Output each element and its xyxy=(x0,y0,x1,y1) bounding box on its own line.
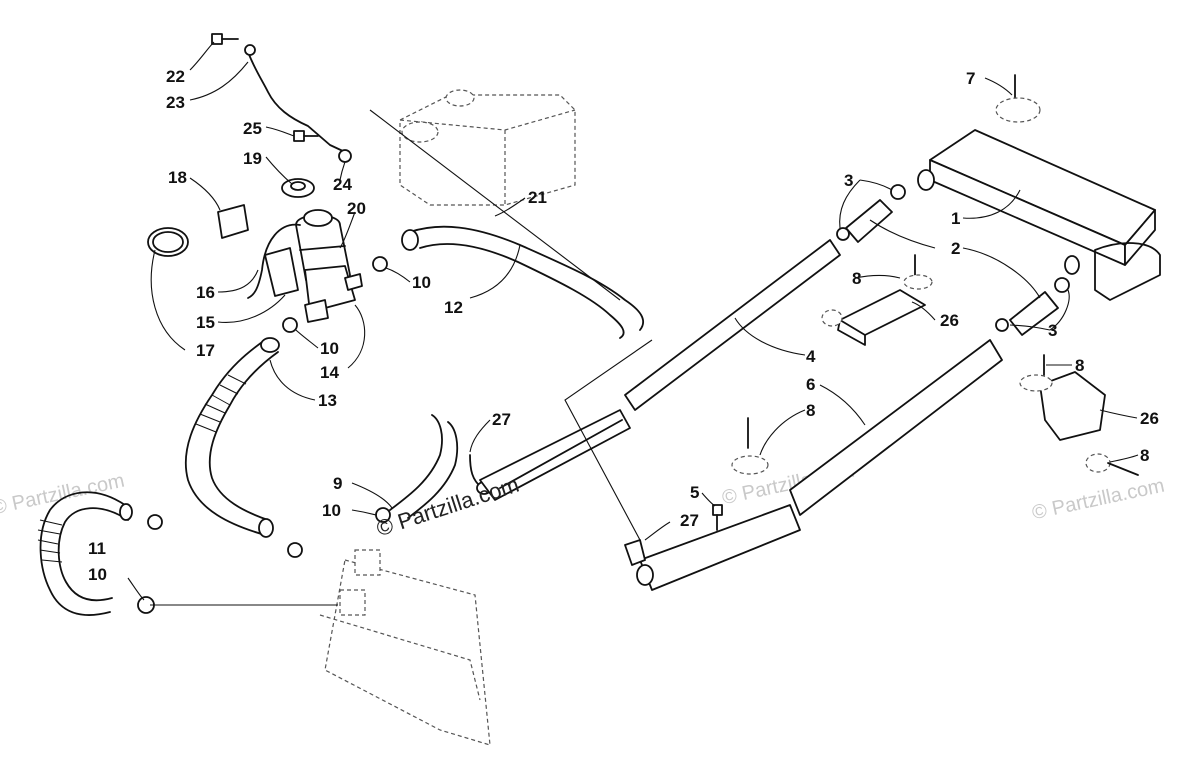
callout-6: 6 xyxy=(806,375,815,394)
callout-14: 14 xyxy=(320,363,339,382)
screw-5 xyxy=(712,504,723,531)
callout-25: 25 xyxy=(243,119,262,138)
callout-2: 2 xyxy=(951,239,960,258)
bracket-26b xyxy=(1039,371,1106,441)
coolant-tube-4 xyxy=(479,239,841,501)
callout-8-lower: 8 xyxy=(1140,446,1149,465)
clamp-24 xyxy=(338,149,352,163)
callout-22: 22 xyxy=(166,67,185,86)
callout-8-center: 8 xyxy=(806,401,815,420)
callout-8-right: 8 xyxy=(1075,356,1084,375)
chassis-plate-ghost xyxy=(319,549,491,746)
callout-24: 24 xyxy=(333,175,352,194)
radiator-cap-19 xyxy=(281,178,315,198)
callout-labels: 22 23 25 19 24 18 20 21 16 15 17 10 12 1… xyxy=(88,67,1159,584)
hose-11 xyxy=(37,491,133,616)
bracket-26a xyxy=(837,289,926,346)
elbow-27b xyxy=(624,539,646,566)
sleeve-15 xyxy=(264,247,299,297)
callout-9: 9 xyxy=(333,474,342,493)
callout-10-lower: 10 xyxy=(322,501,341,520)
callout-27-right: 27 xyxy=(680,511,699,530)
strap-17 xyxy=(147,227,189,257)
callout-3-upper: 3 xyxy=(844,171,853,190)
callout-15: 15 xyxy=(196,313,215,332)
callout-12: 12 xyxy=(444,298,463,317)
callout-4: 4 xyxy=(806,347,816,366)
callout-3-lower: 3 xyxy=(1048,321,1057,340)
callout-21: 21 xyxy=(528,188,547,207)
hose-13 xyxy=(184,337,280,538)
callout-1: 1 xyxy=(951,209,960,228)
leader-lines xyxy=(127,41,1139,606)
callout-23: 23 xyxy=(166,93,185,112)
callout-17: 17 xyxy=(196,341,215,360)
callout-27-left: 27 xyxy=(492,410,511,429)
callout-10-mid: 10 xyxy=(320,339,339,358)
callout-10-upper: 10 xyxy=(412,273,431,292)
hose-clamp-10 xyxy=(137,256,391,614)
callout-26-upper: 26 xyxy=(940,311,959,330)
coolant-bottle-20 xyxy=(295,209,363,323)
bolt-22 xyxy=(211,33,239,45)
hose-9 xyxy=(389,414,443,511)
rivet-7 xyxy=(995,74,1041,123)
watermark-left: © Partzilla.com xyxy=(0,470,126,520)
heat-exchanger-1 xyxy=(917,129,1161,301)
callout-11: 11 xyxy=(88,539,106,558)
callout-20: 20 xyxy=(347,199,366,218)
decal-18 xyxy=(217,204,249,239)
callout-5: 5 xyxy=(690,483,699,502)
callout-18: 18 xyxy=(168,168,187,187)
callout-10-left: 10 xyxy=(88,565,107,584)
hose-12 xyxy=(409,225,645,331)
rivet-8 xyxy=(731,254,1139,476)
callout-13: 13 xyxy=(318,391,337,410)
callout-26-lower: 26 xyxy=(1140,409,1159,428)
callout-7: 7 xyxy=(966,69,975,88)
watermark-right: © Partzilla.com xyxy=(1030,475,1166,525)
callout-19: 19 xyxy=(243,149,262,168)
vent-tube-fitting xyxy=(244,44,256,56)
connector-hose-2 xyxy=(845,199,1059,336)
callout-16: 16 xyxy=(196,283,215,302)
clamp-3 xyxy=(836,184,1070,332)
coolant-tank-ghost xyxy=(399,89,576,206)
callout-8-upper: 8 xyxy=(852,269,861,288)
hose-16 xyxy=(247,223,301,299)
coolant-tube-6 xyxy=(636,339,1003,591)
vent-tube xyxy=(247,51,346,153)
